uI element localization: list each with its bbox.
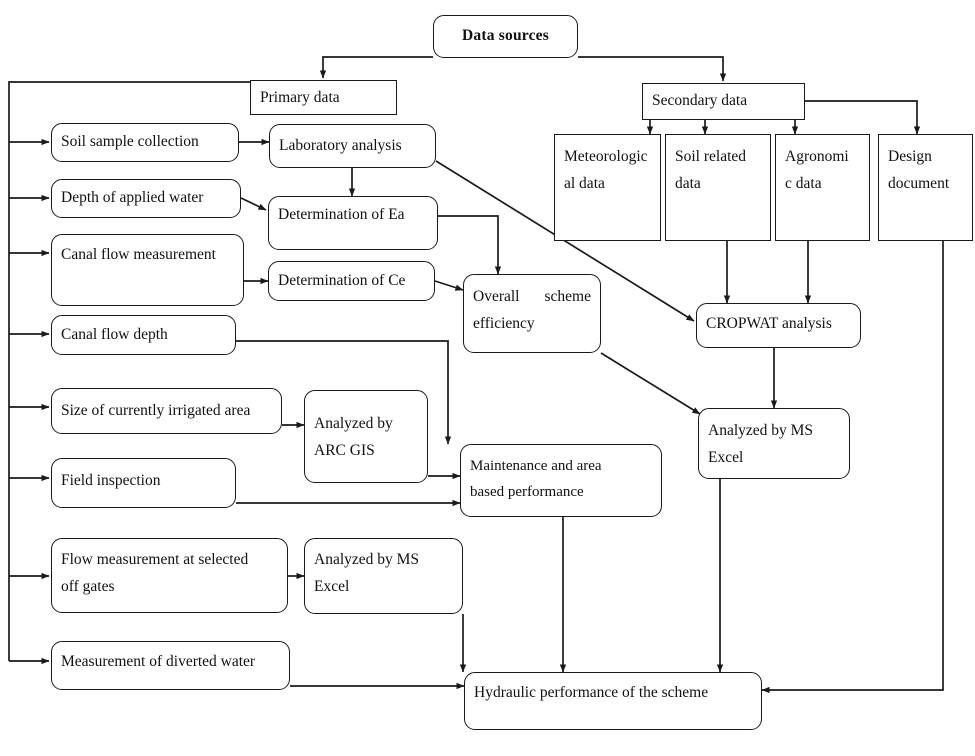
- node-primary-data[interactable]: Primary data: [250, 80, 397, 115]
- node-depth-of-applied-water[interactable]: Depth of applied water: [51, 179, 241, 218]
- node-maintenance-and-area-based-performance[interactable]: Maintenance and area based performance: [460, 444, 662, 517]
- node-canal-flow-depth-label: Canal flow depth: [61, 325, 168, 343]
- node-data-sources[interactable]: Data sources: [433, 15, 578, 58]
- node-laboratory-analysis[interactable]: Laboratory analysis: [269, 124, 436, 168]
- node-measurement-of-diverted-water[interactable]: Measurement of diverted water: [51, 641, 290, 690]
- node-flow-measurement-off-gates-label-line1: Flow measurement at selected: [61, 551, 249, 568]
- node-field-inspection[interactable]: Field inspection: [51, 458, 236, 508]
- node-depth-of-applied-water-label: Depth of applied water: [61, 189, 204, 207]
- node-meteorological-data[interactable]: Meteorologic al data: [554, 134, 661, 241]
- node-size-of-irrigated-area[interactable]: Size of currently irrigated area: [51, 388, 282, 434]
- node-cropwat-analysis[interactable]: CROPWAT analysis: [696, 303, 861, 348]
- node-maintenance-label-line1: Maintenance and area: [470, 458, 602, 474]
- edge-designdoc-hydraulic: [761, 241, 944, 694]
- node-meteorological-data-label-line1: Meteorologic: [564, 148, 648, 165]
- node-flow-measurement-off-gates-label-line2: off gates: [61, 578, 115, 596]
- edge-ce-overall: [434, 280, 464, 291]
- node-laboratory-analysis-label: Laboratory analysis: [279, 136, 402, 154]
- node-determination-of-ce[interactable]: Determination of Ce: [268, 261, 435, 301]
- edge-datasources-primary: [319, 56, 433, 79]
- node-soil-related-data[interactable]: Soil related data: [665, 134, 771, 241]
- node-analyzed-by-ms-excel-right[interactable]: Analyzed by MS Excel: [698, 408, 850, 479]
- edge-overall-msexcelright: [600, 352, 701, 415]
- node-overall-scheme-efficiency-label-line1: Overall scheme: [473, 288, 591, 305]
- node-canal-flow-depth[interactable]: Canal flow depth: [51, 315, 236, 355]
- node-analyzed-by-ms-excel-left-label-line1: Analyzed by MS: [314, 551, 420, 568]
- node-size-of-irrigated-area-label: Size of currently irrigated area: [61, 401, 251, 419]
- edge-datasources-secondary: [578, 56, 727, 82]
- edge-depth-ea: [240, 197, 267, 211]
- node-canal-flow-measurement[interactable]: Canal flow measurement: [51, 234, 244, 306]
- node-meteorological-data-label-line2: al data: [564, 175, 605, 193]
- node-hydraulic-performance-label: Hydraulic performance of the scheme: [474, 684, 709, 701]
- node-analyzed-by-ms-excel-right-label-line1: Analyzed by MS: [708, 422, 814, 439]
- node-flow-measurement-off-gates[interactable]: Flow measurement at selected off gates: [51, 538, 288, 613]
- node-cropwat-analysis-label: CROPWAT analysis: [706, 315, 832, 332]
- node-soil-sample-collection-label: Soil sample collection: [61, 133, 199, 151]
- node-field-inspection-label: Field inspection: [61, 472, 161, 489]
- edge-secondary-designdoc: [805, 100, 921, 135]
- node-soil-related-data-label-line1: Soil related: [675, 148, 747, 165]
- node-analyzed-by-arc-gis-label-line2: ARC GIS: [314, 442, 375, 460]
- node-determination-of-ce-label: Determination of Ce: [278, 271, 406, 289]
- node-determination-of-ea-label: Determination of Ea: [278, 206, 405, 223]
- node-analyzed-by-ms-excel-left[interactable]: Analyzed by MS Excel: [304, 538, 463, 614]
- node-maintenance-label-line2: based performance: [470, 484, 584, 501]
- node-hydraulic-performance[interactable]: Hydraulic performance of the scheme: [464, 672, 762, 730]
- node-determination-of-ea[interactable]: Determination of Ea: [268, 196, 438, 250]
- node-secondary-data[interactable]: Secondary data: [642, 83, 805, 120]
- edge-ea-overall: [438, 215, 502, 275]
- node-data-sources-label: Data sources: [462, 27, 549, 45]
- node-overall-scheme-efficiency[interactable]: Overall scheme efficiency: [463, 274, 601, 353]
- node-analyzed-by-arc-gis[interactable]: Analyzed by ARC GIS: [304, 390, 428, 483]
- node-design-document-label-line2: document: [888, 175, 950, 193]
- node-agronomic-data-label-line2: c data: [785, 175, 822, 193]
- node-analyzed-by-arc-gis-label-line1: Analyzed by: [314, 415, 393, 432]
- rail-primary-left-spine: [8, 81, 250, 661]
- node-analyzed-by-ms-excel-left-label-line2: Excel: [314, 578, 350, 596]
- node-design-document[interactable]: Design document: [878, 134, 973, 241]
- node-primary-data-label: Primary data: [260, 88, 340, 106]
- node-overall-scheme-efficiency-label-line2: efficiency: [473, 315, 535, 333]
- node-secondary-data-label: Secondary data: [652, 92, 748, 110]
- node-agronomic-data[interactable]: Agronomi c data: [775, 134, 870, 241]
- node-design-document-label-line1: Design: [888, 148, 932, 165]
- node-soil-related-data-label-line2: data: [675, 175, 701, 193]
- node-canal-flow-measurement-label: Canal flow measurement: [61, 246, 216, 263]
- node-soil-sample-collection[interactable]: Soil sample collection: [51, 123, 239, 162]
- edge-canaldepth-maintenance: [236, 340, 452, 445]
- node-measurement-of-diverted-water-label: Measurement of diverted water: [61, 653, 256, 670]
- node-analyzed-by-ms-excel-right-label-line2: Excel: [708, 449, 744, 467]
- edge-lab-cropwat: [435, 160, 695, 322]
- node-agronomic-data-label-line1: Agronomi: [785, 148, 849, 165]
